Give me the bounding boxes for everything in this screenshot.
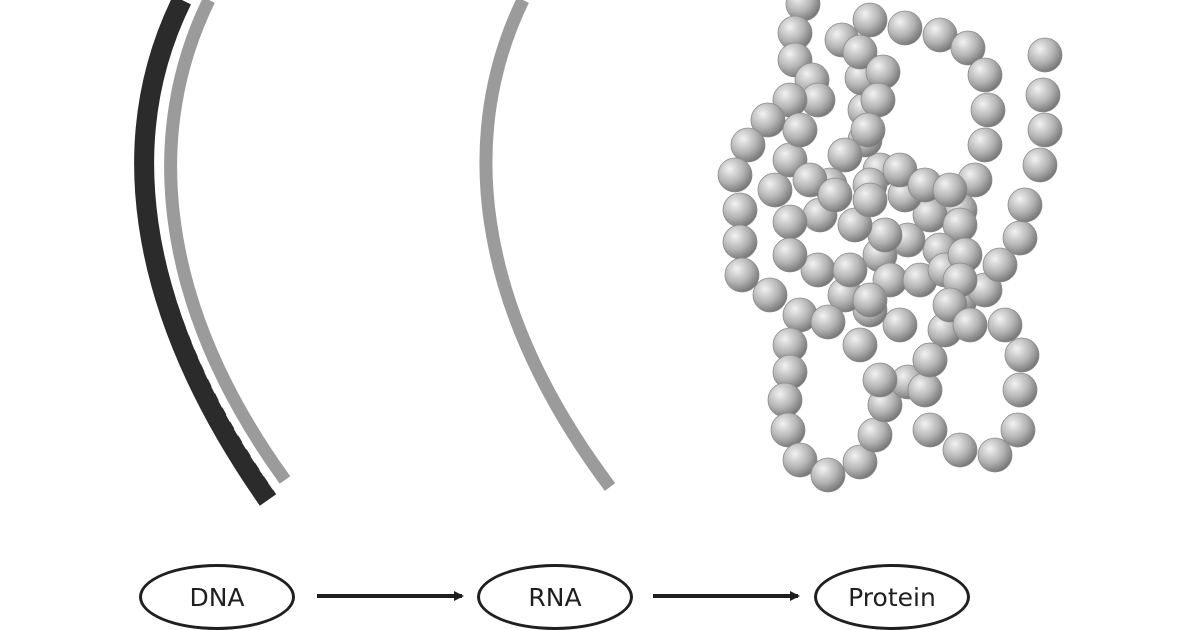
dna-double-strand-icon — [134, 0, 291, 506]
amino-acid-bead — [967, 127, 1003, 163]
amino-acid-bead — [857, 417, 893, 453]
amino-acid-bead — [810, 457, 846, 493]
amino-acid-bead — [912, 342, 948, 378]
amino-acid-bead — [852, 282, 888, 318]
amino-acid-bead — [1007, 187, 1043, 223]
amino-acid-bead — [1000, 412, 1036, 448]
amino-acid-bead — [832, 252, 868, 288]
protein-bead-chain-icon — [717, 0, 1063, 493]
amino-acid-bead — [717, 157, 753, 193]
amino-acid-bead — [1002, 372, 1038, 408]
amino-acid-bead — [1027, 37, 1063, 73]
rna-bases — [472, 0, 603, 492]
amino-acid-bead — [850, 112, 886, 148]
amino-acid-bead — [1004, 337, 1040, 373]
amino-acid-bead — [730, 127, 766, 163]
amino-acid-bead — [887, 10, 923, 46]
amino-acid-bead — [817, 177, 853, 213]
protein-node: Protein — [814, 564, 970, 630]
amino-acid-bead — [724, 257, 760, 293]
amino-acid-bead — [982, 247, 1018, 283]
amino-acid-bead — [842, 327, 878, 363]
amino-acid-bead — [977, 437, 1013, 473]
dna-node: DNA — [139, 564, 295, 630]
rna-single-strand-icon — [472, 0, 616, 492]
amino-acid-bead — [750, 102, 786, 138]
amino-acid-bead — [757, 172, 793, 208]
amino-acid-bead — [767, 382, 803, 418]
amino-acid-bead — [987, 307, 1023, 343]
amino-acid-bead — [842, 444, 878, 480]
amino-acid-bead — [950, 30, 986, 66]
amino-acid-bead — [942, 432, 978, 468]
amino-acid-bead — [782, 112, 818, 148]
amino-acid-bead — [970, 92, 1006, 128]
amino-acid-bead — [772, 204, 808, 240]
amino-acid-bead — [752, 277, 788, 313]
amino-acid-bead — [867, 217, 903, 253]
amino-acid-bead — [912, 412, 948, 448]
amino-acid-bead — [882, 307, 918, 343]
amino-acid-bead — [907, 372, 943, 408]
amino-acid-bead — [967, 57, 1003, 93]
amino-acid-bead — [952, 307, 988, 343]
amino-acid-bead — [782, 442, 818, 478]
rna-node: RNA — [477, 564, 633, 630]
amino-acid-bead — [827, 137, 863, 173]
amino-acid-bead — [932, 172, 968, 208]
amino-acid-bead — [852, 182, 888, 218]
amino-acid-bead — [722, 192, 758, 228]
amino-acid-bead — [842, 34, 878, 70]
dna-inner-strand — [164, 0, 291, 484]
amino-acid-bead — [770, 412, 806, 448]
amino-acid-bead — [722, 224, 758, 260]
amino-acid-bead — [860, 82, 896, 118]
dna-outer-strand — [134, 0, 277, 506]
protein-label: Protein — [848, 582, 936, 612]
dna-label: DNA — [189, 582, 245, 612]
amino-acid-bead — [862, 362, 898, 398]
amino-acid-bead — [1027, 112, 1063, 148]
amino-acid-bead — [1025, 77, 1061, 113]
amino-acid-bead — [810, 304, 846, 340]
amino-acid-bead — [1002, 220, 1038, 256]
dna-base-pairs — [155, 0, 279, 492]
amino-acid-bead — [1022, 147, 1058, 183]
amino-acid-bead — [772, 237, 808, 273]
rna-label: RNA — [528, 582, 582, 612]
rna-strand — [479, 0, 616, 491]
amino-acid-bead — [852, 2, 888, 38]
